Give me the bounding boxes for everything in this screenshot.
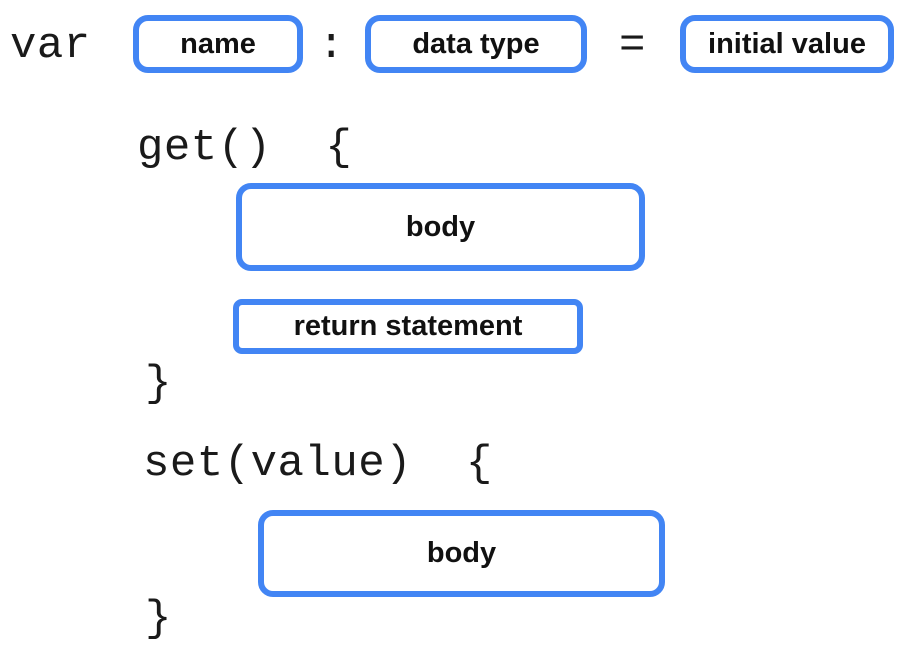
setter-open-text: set(value) {: [143, 439, 493, 489]
equals-text: =: [619, 21, 646, 71]
name-placeholder-label: name: [180, 27, 256, 60]
setter-close-brace-text: }: [145, 594, 172, 644]
getter-open-text: get() {: [137, 123, 353, 173]
data-type-placeholder-box: data type: [365, 15, 587, 73]
getter-body-placeholder-box: body: [236, 183, 645, 271]
getter-close-brace-text: }: [145, 359, 172, 409]
initial-value-placeholder-box: initial value: [680, 15, 894, 73]
initial-value-placeholder-label: initial value: [708, 27, 866, 60]
return-statement-placeholder-box: return statement: [233, 299, 583, 354]
var-keyword-text: var: [10, 21, 91, 71]
data-type-placeholder-label: data type: [412, 27, 540, 60]
setter-body-placeholder-label: body: [426, 537, 497, 569]
return-statement-placeholder-label: return statement: [293, 310, 523, 342]
setter-body-placeholder-box: body: [258, 510, 665, 597]
name-placeholder-box: name: [133, 15, 303, 73]
colon-text: :: [318, 21, 345, 71]
getter-body-placeholder-label: body: [405, 210, 476, 243]
